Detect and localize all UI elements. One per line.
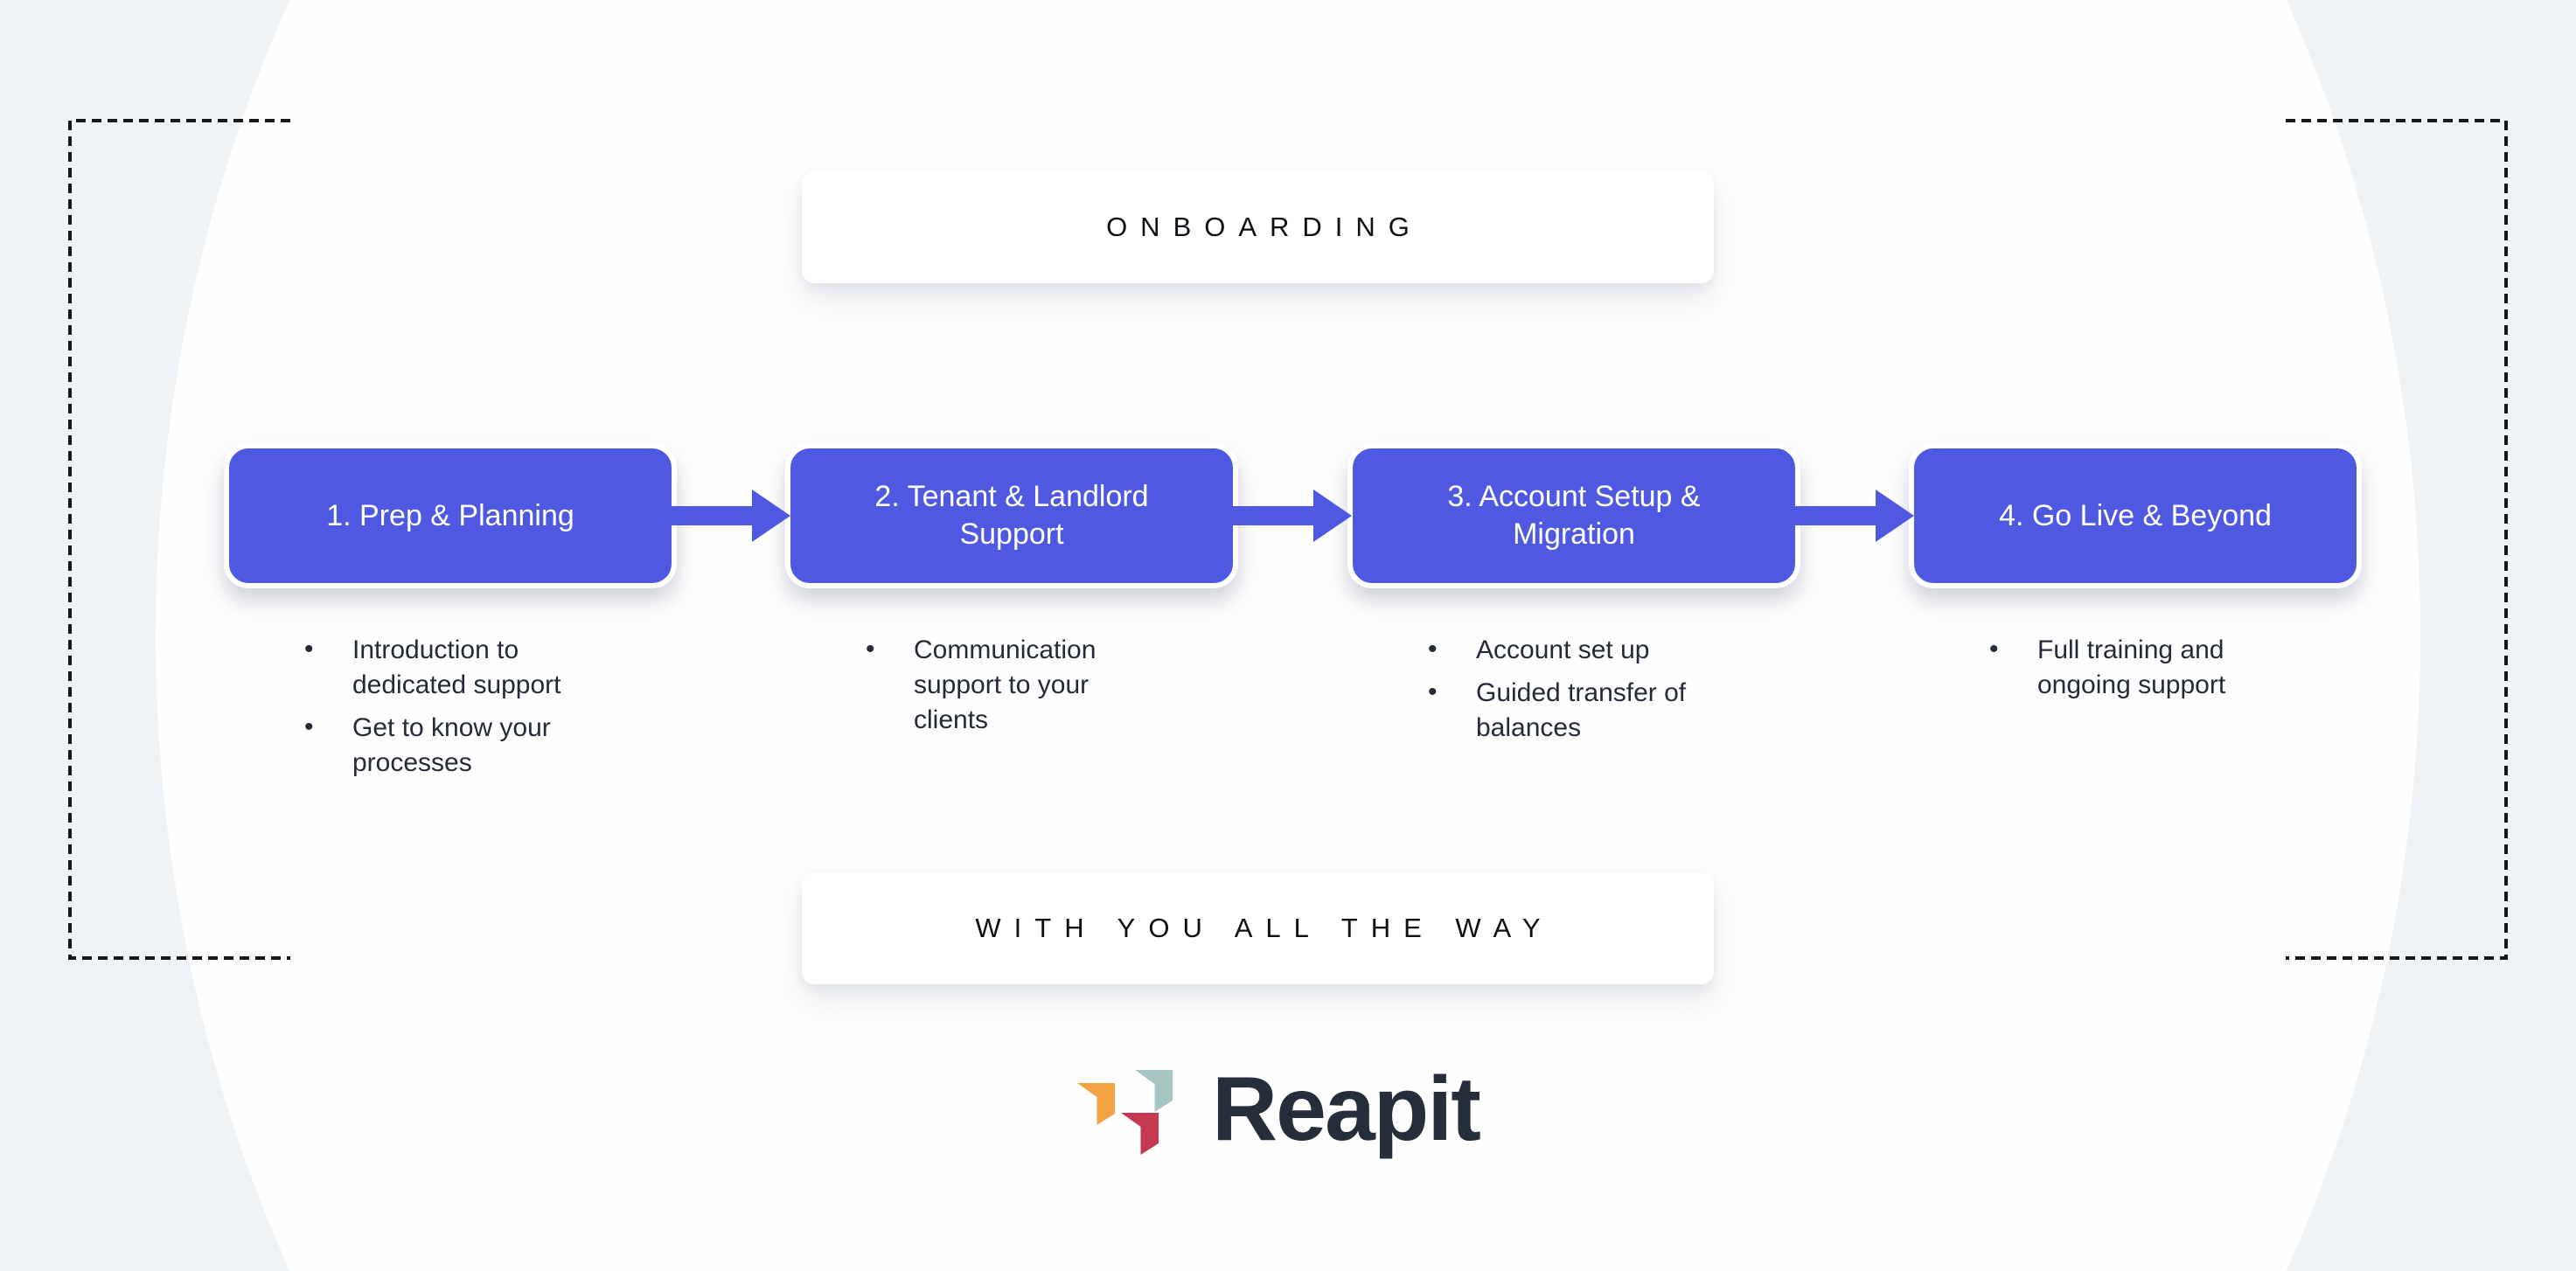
right-bracket-line [2286,119,2508,960]
list-item: Full training and ongoing support [1989,632,2252,703]
reapit-logo-icon [1077,1070,1173,1155]
arrow-head [752,490,790,542]
flow-arrow-icon-3 [1795,490,1914,542]
list-item: Account set up [1428,632,1708,668]
arrow-shaft [1795,506,1879,525]
step-1-title: 1. Prep & Planning [326,498,574,532]
arrow-shaft [1233,506,1317,525]
list-item: Guided transfer of balances [1428,675,1708,746]
onboarding-banner: ONBOARDING [802,171,1714,283]
list-item: Get to know your processes [304,710,580,781]
logo-teal-arrow [1135,1070,1173,1112]
arrow-head [1876,490,1914,542]
with-you-banner-label: WITH YOU ALL THE WAY [975,913,1554,943]
step-3-title: 3. Account Setup & Migration [1447,480,1701,551]
step-box-2: 2. Tenant & Landlord Support [785,443,1238,588]
flow-arrow-icon-2 [1233,490,1352,542]
arrow-head [1313,490,1352,542]
left-bracket-line [68,119,290,960]
step-1-bullets: Introduction to dedicated support Get to… [304,632,580,788]
arrow-shaft [672,506,755,525]
flow-arrow-icon-1 [672,490,790,542]
reapit-wordmark: Reapit [1212,1059,1481,1160]
list-item: Introduction to dedicated support [304,632,580,703]
step-2-title: 2. Tenant & Landlord Support [874,480,1149,551]
step-box-3: 3. Account Setup & Migration [1347,443,1800,588]
step-3-bullets: Account set up Guided transfer of balanc… [1428,632,1708,754]
step-4-title: 4. Go Live & Beyond [1999,498,2272,532]
step-2-bullets: Communication support to your clients [866,632,1121,746]
step-box-1: 1. Prep & Planning [224,443,677,588]
logo-red-arrow [1121,1113,1159,1155]
step-box-4: 4. Go Live & Beyond [1909,443,2362,588]
list-item: Communication support to your clients [866,632,1121,738]
step-4-bullets: Full training and ongoing support [1989,632,2252,711]
logo-orange-arrow [1077,1083,1115,1125]
with-you-banner: WITH YOU ALL THE WAY [802,872,1714,984]
onboarding-banner-label: ONBOARDING [1106,212,1423,242]
